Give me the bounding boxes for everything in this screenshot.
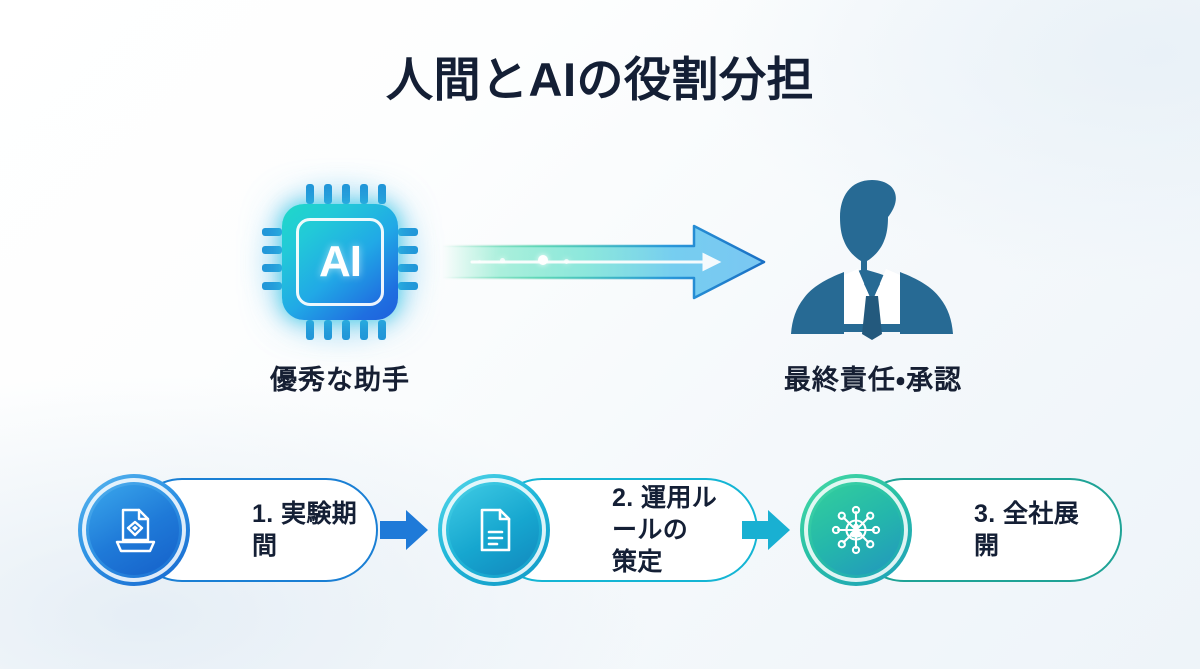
connector-svg-1 [380, 510, 428, 550]
chip-pin [342, 320, 350, 340]
step-badge-1 [78, 474, 190, 586]
chip-pin [262, 228, 282, 236]
businessman-silhouette-icon [788, 168, 956, 348]
step-label-1: 1. 実験期間 [252, 500, 358, 560]
step-item-2[interactable]: 2. 運用ルールの 策定 [438, 474, 758, 586]
chip-pin [378, 320, 386, 340]
chip-pin [324, 184, 332, 204]
chip-pin [324, 320, 332, 340]
step-label-2: 2. 運用ルールの 策定 [612, 482, 738, 578]
businessman-svg [791, 180, 953, 340]
chip-pin [398, 228, 418, 236]
steps-row: 1. 実験期間 [0, 474, 1200, 590]
step-badge-ring-1 [82, 478, 186, 582]
step-badge-ring-3 [804, 478, 908, 582]
step-badge-ring-2 [442, 478, 546, 582]
step-label-3: 3. 全社展開 [974, 500, 1080, 560]
caption-ai: 優秀な助手 [270, 365, 410, 395]
step-badge-2 [438, 474, 550, 586]
chip-pin [398, 264, 418, 272]
chip-pin [360, 184, 368, 204]
right-arrow-icon [440, 220, 772, 304]
chip-pin [378, 184, 386, 204]
step-label-2-line2: 策定 [612, 548, 663, 576]
right-arrow-svg [440, 224, 766, 300]
chip-pin [262, 264, 282, 272]
chip-body: AI [282, 204, 398, 320]
chip-pin [306, 184, 314, 204]
caption-human: 最終責任・承認 [783, 365, 963, 395]
chip-pin [262, 282, 282, 290]
connector-svg-2 [742, 510, 790, 550]
chip-pin [306, 320, 314, 340]
chip-pin [342, 184, 350, 204]
chip-pin [398, 246, 418, 254]
chip-pin [398, 282, 418, 290]
step-item-1[interactable]: 1. 実験期間 [78, 474, 378, 586]
chip-pin [360, 320, 368, 340]
chip-pin [262, 246, 282, 254]
chip-label: AI [319, 237, 362, 286]
arrow-right-connector-icon [740, 508, 792, 552]
step-label-2-line1: 2. 運用ルールの [612, 484, 718, 544]
step-badge-3 [800, 474, 912, 586]
step-item-3[interactable]: 3. 全社展開 [800, 474, 1122, 586]
ai-chip-icon: AI [245, 167, 435, 357]
chip-inner-frame: AI [296, 218, 384, 306]
human-ai-flow-row: AI [0, 160, 1200, 400]
page-title: 人間とAIの役割分担 [386, 53, 814, 106]
arrow-right-connector-icon [378, 508, 430, 552]
